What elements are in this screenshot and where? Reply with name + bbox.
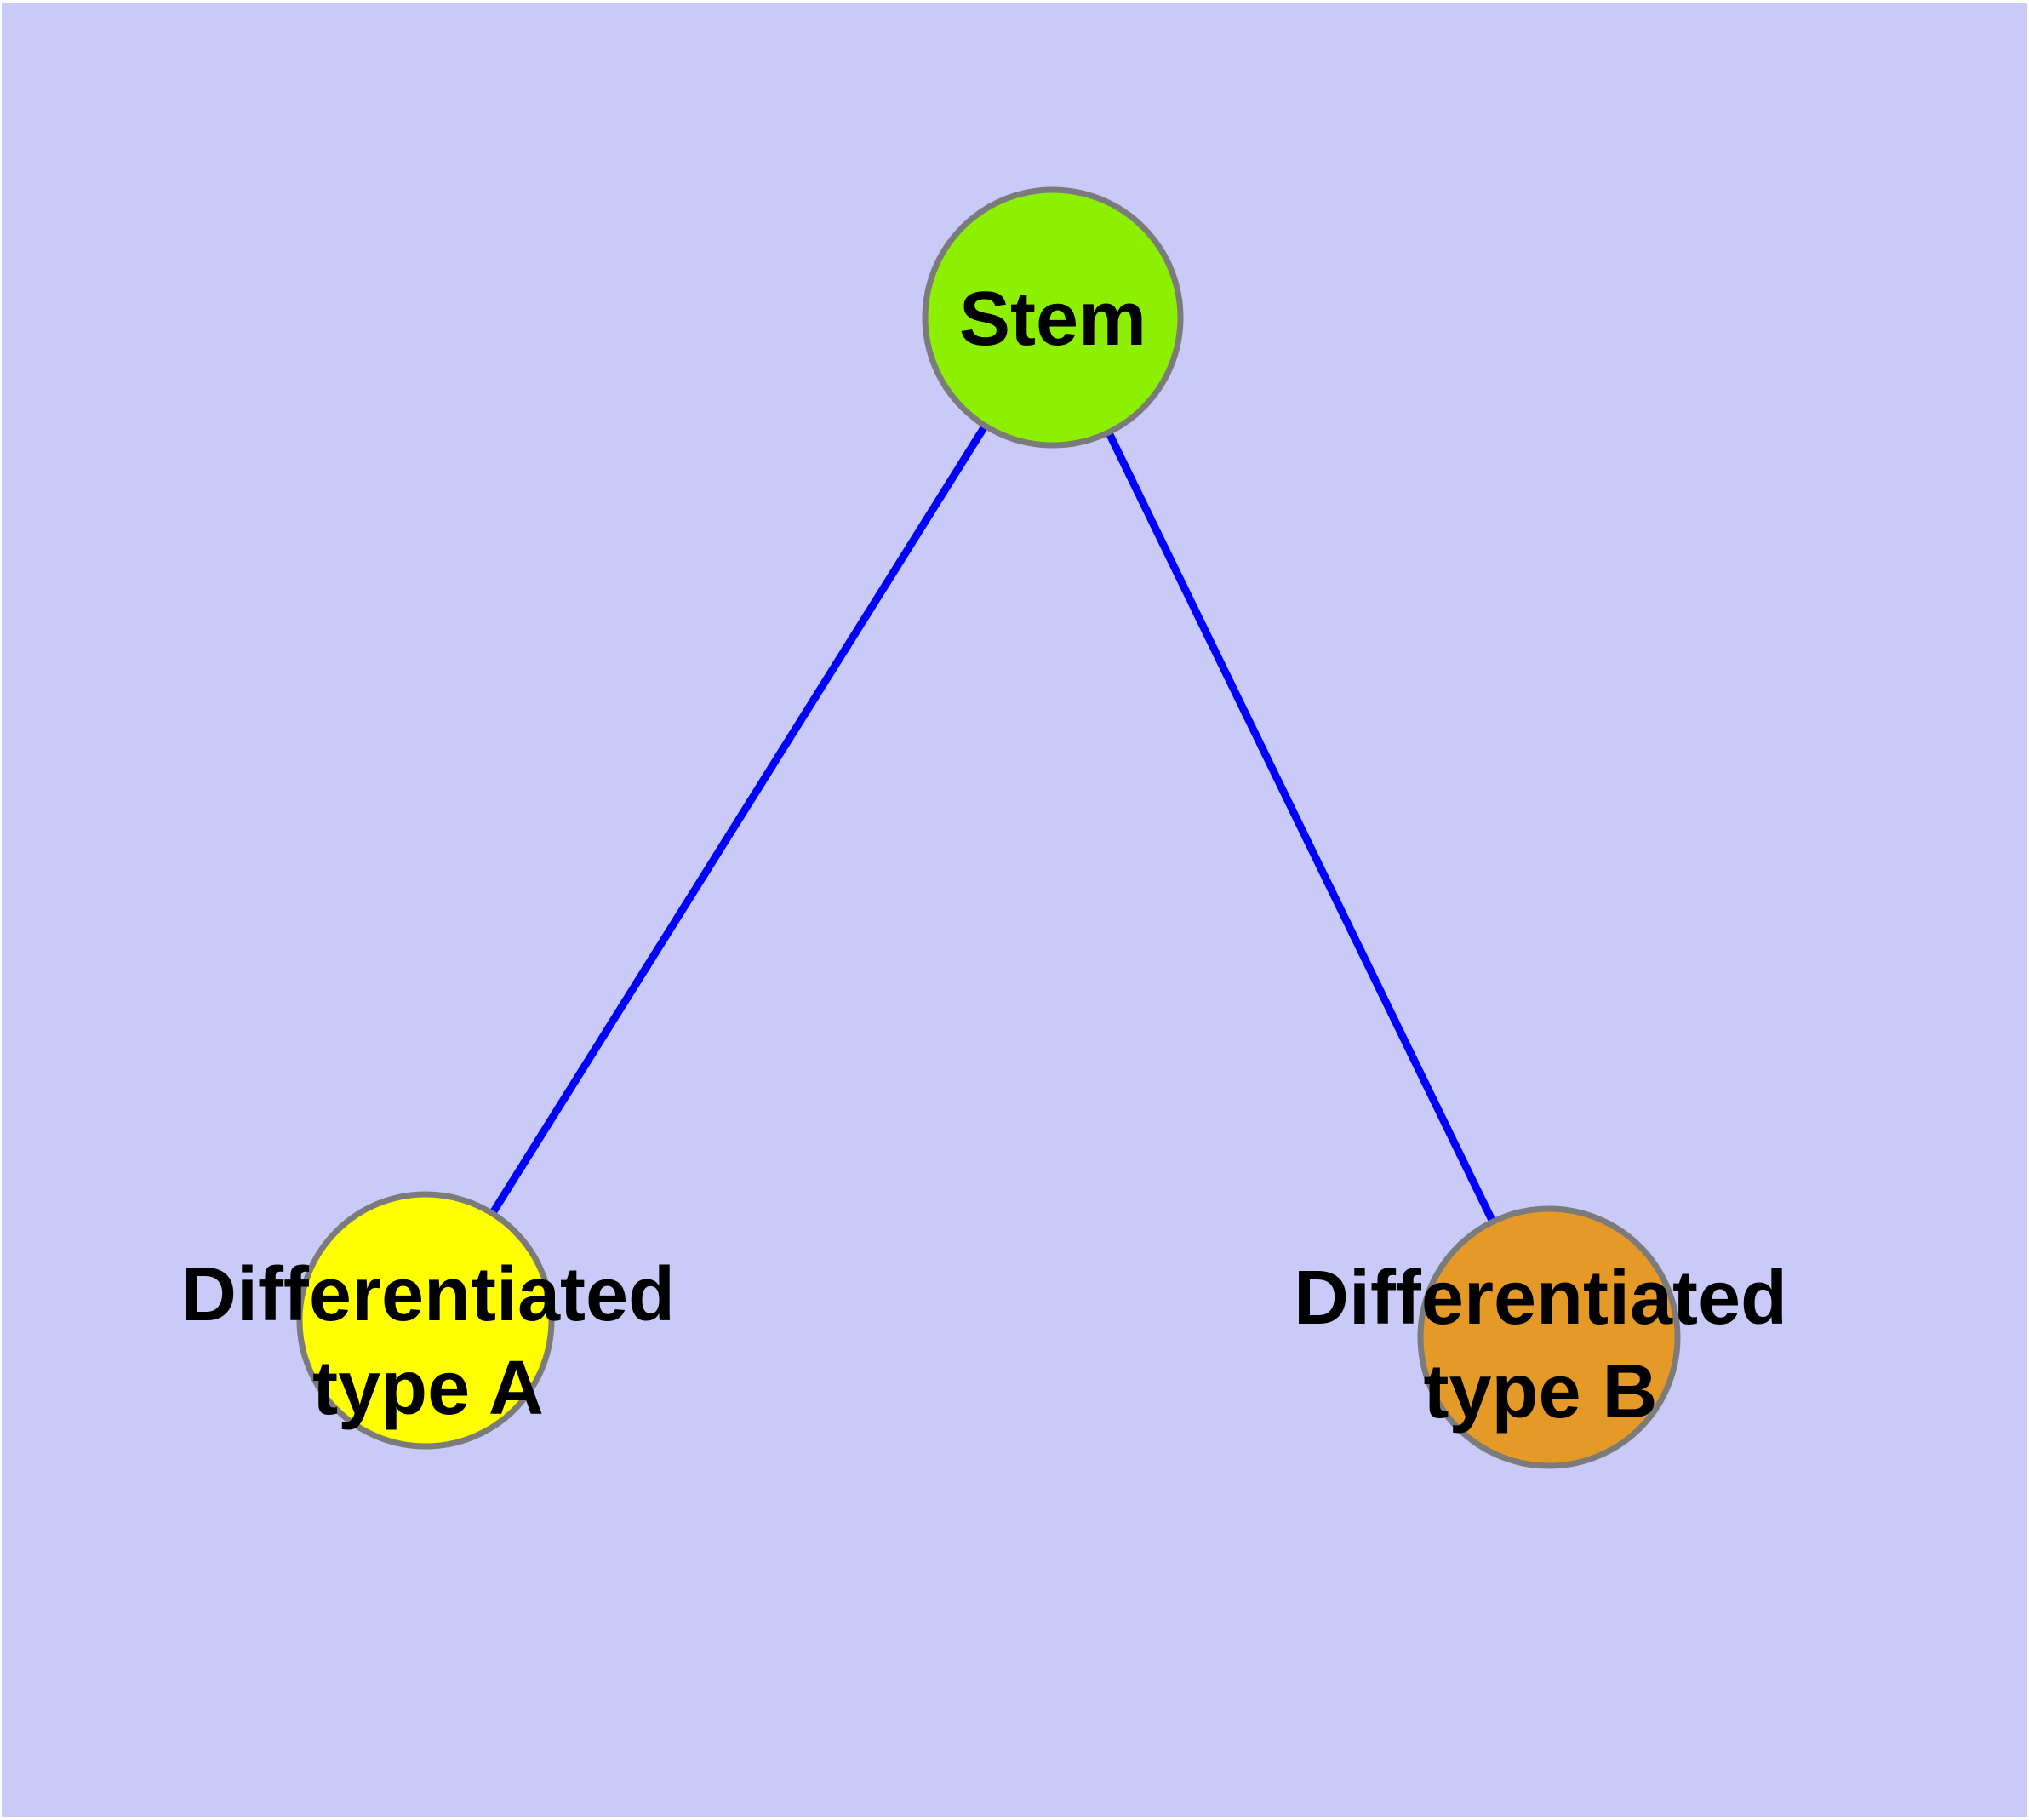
node-differentiated-type-b[interactable]: [1417, 1205, 1681, 1469]
node-type-b-label-line2: type B: [1423, 1349, 1657, 1434]
edge-stem-to-type-a: [422, 315, 1056, 1323]
node-type-a-label-line1: Differentiated: [181, 1252, 675, 1337]
node-differentiated-type-a[interactable]: [296, 1191, 555, 1450]
node-type-a-label-line2: type A: [312, 1346, 544, 1431]
label-layer: Stem Differentiated type A Differentiate…: [181, 277, 1787, 1434]
node-stem[interactable]: [922, 186, 1184, 449]
node-layer: [296, 186, 1681, 1469]
edge-stem-to-type-b: [1049, 316, 1553, 1339]
node-stem-label: Stem: [959, 277, 1146, 362]
edge-layer: [422, 315, 1553, 1339]
node-type-b-label-line1: Differentiated: [1294, 1256, 1787, 1341]
